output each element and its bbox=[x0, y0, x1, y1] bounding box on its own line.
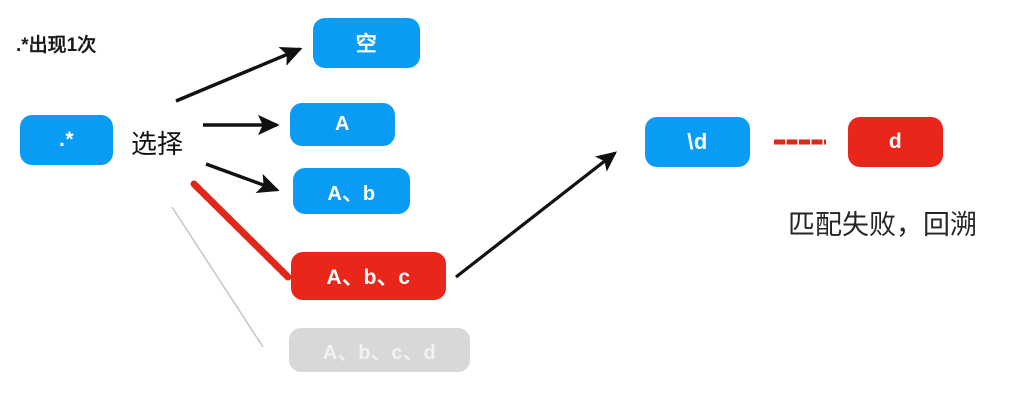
arrow-abc-to-slashd bbox=[455, 151, 618, 279]
match-failure-caption: 匹配失败，回溯 bbox=[788, 210, 977, 240]
node-empty[interactable]: 空 bbox=[313, 18, 420, 68]
node-a-b-c-d[interactable]: A、b、c、d bbox=[289, 328, 470, 372]
node-a-b-c[interactable]: A、b、c bbox=[291, 252, 446, 300]
choose-label: 选择 bbox=[131, 129, 184, 159]
arrow-dotstar-to-empty bbox=[175, 46, 303, 103]
node-backslash-d[interactable]: \d bbox=[645, 117, 750, 167]
node-a[interactable]: A bbox=[290, 103, 395, 146]
strike-to-abc bbox=[190, 180, 292, 281]
node-a-b[interactable]: A、b bbox=[293, 168, 410, 214]
node-d[interactable]: d bbox=[848, 117, 943, 167]
arrow-dotstar-to-ab bbox=[205, 162, 280, 194]
faint-to-abcd bbox=[171, 206, 264, 348]
node-dotstar[interactable]: .* bbox=[20, 115, 113, 165]
diagram-title: .*出现1次 bbox=[16, 35, 97, 56]
